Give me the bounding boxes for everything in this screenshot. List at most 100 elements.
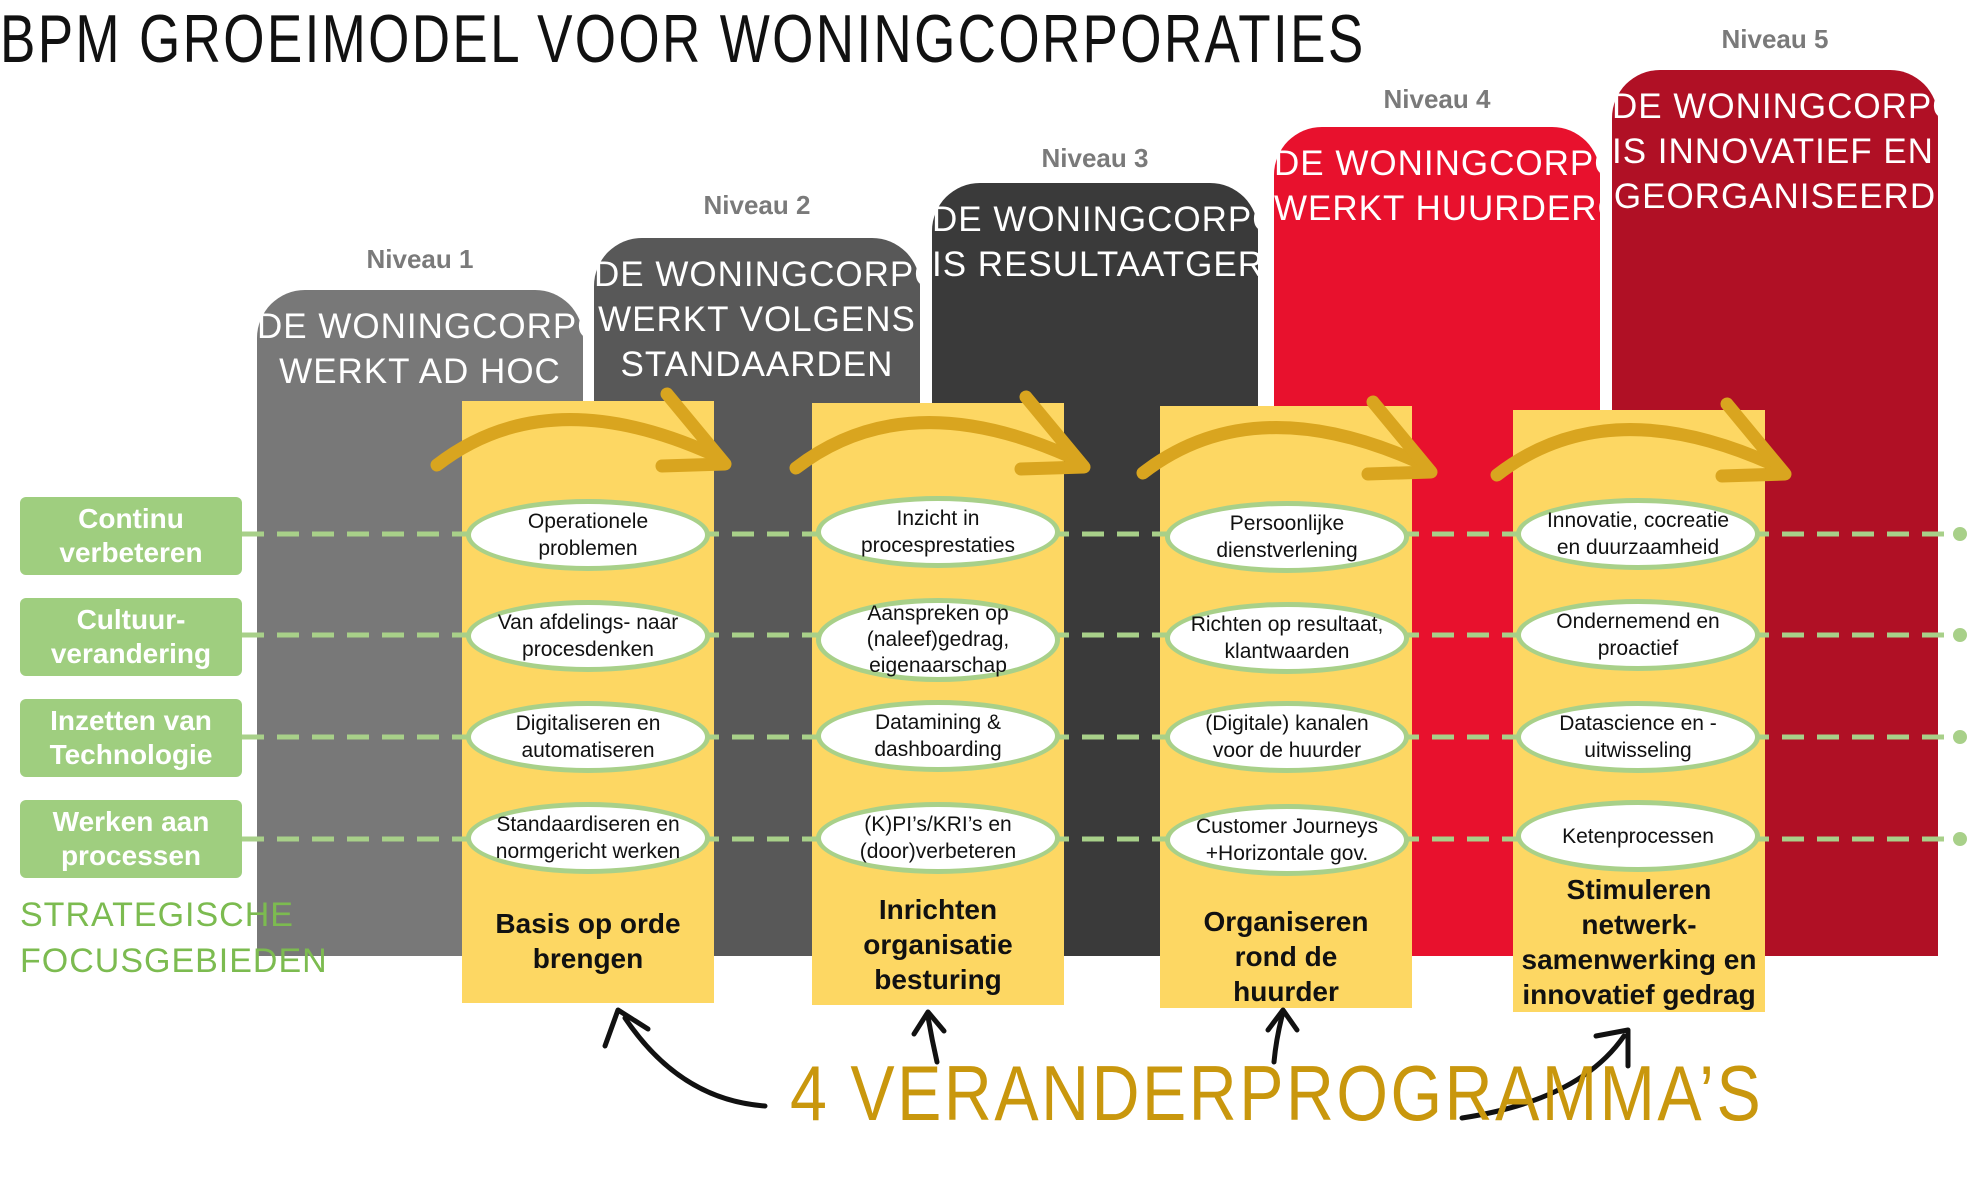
page-title: BPM GROEIMODEL VOOR WONINGCORPORATIES bbox=[0, 1, 1366, 77]
level-label: Niveau 2 bbox=[703, 190, 811, 220]
program-pointer-arrow-head bbox=[602, 1007, 651, 1049]
program-item-oval: Persoonlijke dienstverlening bbox=[1165, 501, 1409, 573]
program-item-text: klantwaarden bbox=[1224, 640, 1350, 663]
focus-line-endpoint bbox=[1953, 832, 1967, 846]
program-item-text: Innovatie, cocreatie bbox=[1546, 509, 1730, 532]
program-item-text: problemen bbox=[538, 537, 638, 560]
program-item-text: Ondernemend en bbox=[1556, 610, 1720, 633]
flow-arrow-head bbox=[1715, 397, 1792, 483]
focus-area-label: Technologie bbox=[49, 739, 213, 770]
program-item-text: Datascience en - bbox=[1559, 712, 1717, 735]
focus-area-label: Werken aan bbox=[52, 806, 210, 837]
focus-caption-line: STRATEGISCHE bbox=[20, 896, 294, 934]
level-label: Niveau 5 bbox=[1721, 24, 1829, 54]
program-item-text: eigenaarschap bbox=[869, 654, 1007, 677]
flow-arrow-head bbox=[1014, 390, 1091, 476]
focus-area-label: Continu bbox=[78, 503, 184, 534]
program-title-line: Basis op orde bbox=[495, 908, 681, 939]
program-title-line: netwerk- bbox=[1581, 909, 1697, 940]
focus-area-box: Cultuur-verandering bbox=[20, 598, 242, 676]
level-title: DE WONINGCORPORATIE IS INNOVATIEF EN OPEN… bbox=[1612, 84, 1971, 219]
program-pointer-arrow bbox=[925, 1014, 940, 1065]
program-pointer-arrow bbox=[622, 1015, 768, 1109]
focus-line-endpoint bbox=[1953, 527, 1967, 541]
program-item-text: +Horizontale gov. bbox=[1205, 842, 1369, 865]
level-title-line: GEORGANISEERD bbox=[1613, 177, 1937, 216]
program-title-line: innovatief gedrag bbox=[1522, 979, 1756, 1010]
program-item-oval: Aanspreken op (naleef)gedrag, eigenaarscha… bbox=[816, 598, 1060, 682]
program-title-line: Stimuleren bbox=[1566, 874, 1712, 905]
program-item-text: Standaardiseren en bbox=[496, 813, 680, 836]
flow-arrow-shaft bbox=[1136, 421, 1425, 480]
program-item-text: dashboarding bbox=[874, 738, 1002, 761]
program-title-line: samenwerking en bbox=[1521, 944, 1757, 975]
program-item-oval: Standaardiseren en normgericht werken bbox=[466, 802, 710, 874]
program-pointer-arrow-head bbox=[1593, 1027, 1631, 1069]
program-item-text: dienstverlening bbox=[1216, 539, 1358, 562]
program-item-oval: Operationele problemen bbox=[466, 499, 710, 571]
program-pointer-arrow-head bbox=[911, 1009, 947, 1037]
program-item-text: voor de huurder bbox=[1212, 739, 1362, 762]
program-item-oval: Ketenprocessen bbox=[1516, 800, 1760, 872]
program-item-oval: (K)PI’s/KRI’s en (door)verbeteren bbox=[816, 802, 1060, 874]
focus-area-label: Cultuur- bbox=[76, 604, 186, 635]
level-title-line: WERKT AD HOC bbox=[279, 352, 561, 391]
program-title: Stimuleren netwerk-samenwerking en innovat… bbox=[1507, 872, 1771, 1012]
program-item-text: Digitaliseren en bbox=[515, 712, 661, 735]
program-title-line: rond de bbox=[1234, 941, 1338, 972]
focus-area-label: verbeteren bbox=[59, 537, 203, 568]
program-item-text: Aanspreken op bbox=[867, 602, 1009, 625]
level-label: Niveau 3 bbox=[1041, 143, 1149, 173]
program-item-oval: Customer Journeys+Horizontale gov. bbox=[1165, 804, 1409, 876]
program-title-line: organisatie bbox=[863, 929, 1013, 960]
focus-dashed-lines bbox=[242, 527, 1967, 846]
program-title-line: Organiseren bbox=[1203, 906, 1369, 937]
veranderprogrammas-label: 4 VERANDERPROGRAMMA’S bbox=[790, 1049, 1764, 1137]
program-item-text: en duurzaamheid bbox=[1556, 536, 1720, 559]
focus-area-label: verandering bbox=[50, 638, 212, 669]
focus-area-label: processen bbox=[60, 840, 202, 871]
level-title-line: IS INNOVATIEF EN OPEN bbox=[1612, 132, 1971, 171]
level-title-line: DE WONINGCORPORATIE bbox=[1612, 87, 1971, 126]
focus-caption-line: FOCUSGEBIEDEN bbox=[20, 942, 328, 980]
veranderprogramma-arrows bbox=[602, 1007, 1631, 1121]
level-label: Niveau 1 bbox=[366, 244, 474, 274]
program-item-text: Inzicht in bbox=[896, 507, 980, 530]
flow-arrow-shaft bbox=[430, 413, 719, 472]
program-item-text: (naleef)gedrag, bbox=[866, 628, 1010, 651]
program-flow-arrows bbox=[430, 387, 1792, 483]
flow-arrow-shaft bbox=[789, 416, 1078, 475]
focus-line-endpoint bbox=[1953, 730, 1967, 744]
program-item-oval: Innovatie, cocreatie en duurzaamheid bbox=[1516, 498, 1760, 570]
program-item-text: (door)verbeteren bbox=[859, 840, 1017, 863]
program-title: Organiseren rond de huurder bbox=[1154, 904, 1418, 1009]
program-item-text: automatiseren bbox=[521, 739, 655, 762]
flow-arrow-shaft bbox=[1490, 423, 1779, 482]
level-label: Niveau 4 bbox=[1383, 84, 1491, 114]
program-item-text: Persoonlijke bbox=[1229, 512, 1345, 535]
focus-line-endpoint bbox=[1953, 628, 1967, 642]
program-pointer-arrow bbox=[1271, 1013, 1285, 1065]
program-item-oval: Datamining &dashboarding bbox=[816, 700, 1060, 772]
program-item-text: Ketenprocessen bbox=[1562, 824, 1714, 848]
program-item-text: Richten op resultaat, bbox=[1190, 613, 1384, 636]
program-pointer-arrow bbox=[1459, 1033, 1627, 1121]
focus-caption: STRATEGISCHE FOCUSGEBIEDEN bbox=[20, 892, 328, 984]
program-title-line: huurder bbox=[1233, 976, 1339, 1007]
program-item-oval: Datascience en -uitwisseling bbox=[1516, 701, 1760, 773]
program-pointer-arrow-head bbox=[1265, 1007, 1300, 1033]
program-title-line: besturing bbox=[874, 964, 1002, 995]
program-item-text: proactief bbox=[1597, 637, 1679, 660]
program-item-text: Operationele bbox=[527, 510, 649, 533]
program-item-text: normgericht werken bbox=[495, 840, 681, 863]
program-item-text: (K)PI’s/KRI’s en bbox=[864, 813, 1012, 836]
flow-arrow-head bbox=[1361, 395, 1438, 481]
